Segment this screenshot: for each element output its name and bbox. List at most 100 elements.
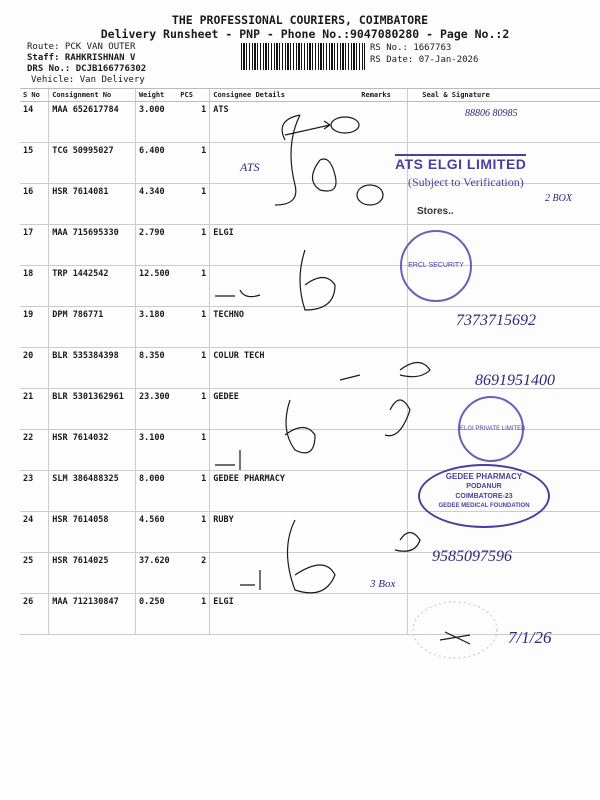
cell-pcs: 1	[177, 101, 210, 143]
cell-seal-signature	[407, 101, 600, 143]
cell-seal-signature	[407, 552, 600, 594]
cell-wt: 3.180	[134, 306, 178, 348]
ats-stamp-title: ATS ELGI LIMITED	[395, 154, 527, 172]
cell-seal-signature	[407, 347, 600, 389]
cell-pcs: 1	[177, 429, 210, 471]
cell-remarks	[358, 429, 408, 471]
cell-consignee: COLUR TECH	[209, 347, 359, 389]
cell-remarks	[358, 265, 408, 307]
gedee-stamp-bottom: GEDEE MEDICAL FOUNDATION	[438, 503, 530, 509]
rs-number: RS No.: 1667763	[370, 43, 452, 53]
cell-pcs: 1	[177, 183, 210, 225]
hw-phone1: 7373715692	[456, 312, 536, 329]
cell-cn: MAA 712130847	[48, 593, 136, 635]
cell-seal-signature	[407, 306, 600, 348]
cell-sno: 19	[20, 306, 49, 348]
hw-box: 2 BOX	[545, 193, 572, 204]
cell-pcs: 1	[177, 306, 210, 348]
mark-25	[240, 570, 261, 590]
cell-seal-signature	[407, 183, 600, 225]
cell-cn: MAA 715695330	[48, 224, 136, 266]
signature-ruby	[394, 531, 421, 552]
cell-pcs: 1	[177, 511, 210, 553]
cell-consignee: ELGI	[209, 224, 359, 266]
cell-wt: 3.000	[134, 101, 178, 143]
signature-1	[274, 114, 301, 206]
ats-stamp-stores: Stores..	[417, 206, 454, 217]
cell-wt: 8.000	[134, 470, 178, 512]
hw-date: 7/1/26	[508, 628, 552, 647]
signature-21	[284, 399, 316, 454]
cell-consignee: TECHNO	[209, 306, 359, 348]
cell-remarks	[358, 347, 408, 389]
cell-pcs: 2	[177, 552, 210, 594]
cell-cn: HSR 7614081	[48, 183, 136, 225]
cell-remarks	[358, 224, 408, 266]
cell-sno: 15	[20, 142, 49, 184]
cell-wt: 4.560	[134, 511, 178, 553]
cell-wt: 6.400	[134, 142, 178, 184]
cell-sno: 14	[20, 101, 49, 143]
signature-26	[439, 631, 471, 645]
arrow-1	[284, 120, 331, 136]
col-weight: Weight	[134, 88, 178, 102]
col-sno: S No	[20, 88, 49, 102]
circled-2	[356, 184, 384, 206]
gedee-stamp-mid1: PODANUR	[466, 483, 502, 490]
cell-pcs: 1	[177, 388, 210, 430]
cell-sno: 21	[20, 388, 49, 430]
signature-20	[339, 361, 431, 381]
cell-cn: HSR 7614025	[48, 552, 136, 594]
cell-pcs: 1	[177, 593, 210, 635]
signature-rw	[384, 399, 411, 437]
cell-sno: 17	[20, 224, 49, 266]
elgi-stamp-text: ELGI PRIVATE LIMITED	[460, 426, 526, 432]
vehicle: Vehicle: Van Delivery	[31, 75, 145, 85]
cell-consignee	[209, 265, 359, 307]
cell-sno: 24	[20, 511, 49, 553]
route: Route: PCK VAN OUTER	[27, 42, 136, 52]
cell-pcs: 1	[177, 347, 210, 389]
cell-seal-signature	[407, 142, 600, 184]
cell-wt: 12.500	[134, 265, 178, 307]
cell-wt: 23.300	[134, 388, 178, 430]
cell-cn: MAA 652617784	[48, 101, 136, 143]
cell-remarks	[358, 101, 408, 143]
cell-consignee: ELGI	[209, 593, 359, 635]
cell-consignee	[209, 429, 359, 471]
cell-cn: TCG 50995027	[48, 142, 136, 184]
company-title: THE PROFESSIONAL COURIERS, COIMBATORE	[171, 13, 429, 27]
cell-consignee	[209, 142, 359, 184]
ercl-security-stamp: ERCL SECURITY	[400, 230, 472, 302]
col-consignee: Consignee Details	[209, 88, 359, 102]
cell-wt: 37.620	[134, 552, 178, 594]
signature-2	[311, 158, 337, 192]
col-seal-signature: Seal & Signature	[407, 88, 600, 102]
ercl-stamp-text: ERCL SECURITY	[408, 262, 464, 269]
cell-wt: 0.250	[134, 593, 178, 635]
cell-sno: 18	[20, 265, 49, 307]
cell-sno: 26	[20, 593, 49, 635]
cell-sno: 25	[20, 552, 49, 594]
cell-cn: BLR 5301362961	[48, 388, 136, 430]
elgi-round-stamp: ELGI PRIVATE LIMITED	[458, 396, 526, 462]
cell-wt: 2.790	[134, 224, 178, 266]
faint-stamp	[412, 601, 498, 659]
cell-remarks	[358, 593, 408, 635]
cell-consignee: GEDEE	[209, 388, 359, 430]
cell-remarks	[358, 552, 408, 594]
cell-remarks	[358, 511, 408, 553]
cell-remarks	[358, 470, 408, 512]
cell-pcs: 1	[177, 224, 210, 266]
mark-18	[215, 289, 261, 298]
